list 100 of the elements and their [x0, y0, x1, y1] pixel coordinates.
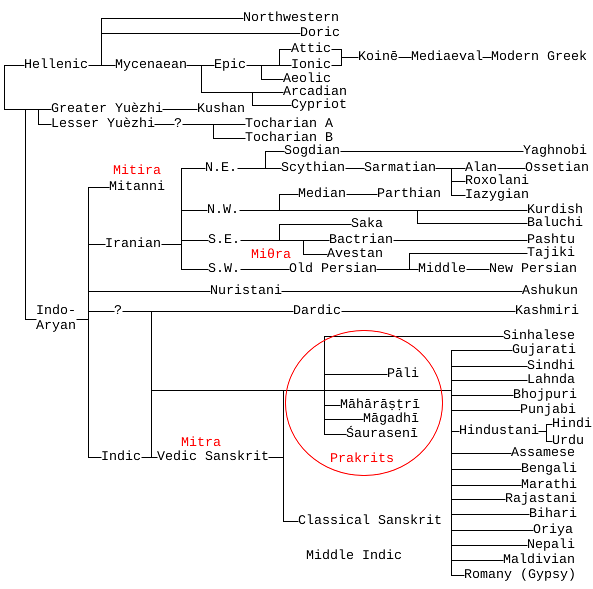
branch-line [246, 65, 284, 80]
language-name: Old Persian [289, 262, 377, 277]
annotation-text: Miθra [251, 248, 291, 263]
language-name: Avestan [327, 247, 383, 262]
branch-line [393, 240, 528, 241]
language-name: Mediaeval [411, 50, 483, 65]
language-name: Modern Greek [491, 50, 587, 65]
language-name: Epic [214, 58, 246, 73]
branch-line [237, 168, 282, 169]
language-name: Ionic [291, 58, 331, 73]
language-name: N.W. [207, 203, 239, 218]
branch-line [122, 311, 284, 458]
language-name: Ossetian [525, 161, 589, 176]
language-name: Sinhalese [503, 329, 575, 344]
language-name: Sindhi [527, 359, 575, 374]
group-circle [285, 330, 443, 476]
language-name: Greater Yuèzhi [51, 102, 163, 117]
language-name: Assamese [511, 446, 575, 461]
branch-line [340, 151, 524, 152]
language-name: Tajiki [527, 246, 575, 261]
language-name: Baluchi [527, 216, 583, 231]
language-name: Bihari [529, 507, 577, 522]
language-name: Maldivian [503, 553, 575, 568]
language-name: S.W. [208, 262, 240, 277]
branch-line [240, 240, 328, 255]
branch-line [346, 194, 378, 195]
language-name: Pāli [387, 367, 419, 382]
language-name: N.E. [205, 161, 237, 176]
language-name: Urdu [552, 434, 584, 449]
language-name: Roxolani [465, 174, 529, 189]
branch-line [398, 57, 412, 58]
language-name: Iranian [105, 237, 161, 252]
language-name: Bhojpuri [513, 388, 577, 403]
language-name: Sarmatian [364, 161, 436, 176]
language-name: Alan [465, 161, 497, 176]
language-name: Kashmiri [515, 304, 579, 319]
branch-line [281, 291, 523, 292]
language-name: Nepali [527, 538, 575, 553]
branch-line [435, 168, 466, 196]
branch-line [376, 269, 419, 270]
language-name: ? [114, 304, 122, 319]
language-name: Dardic [293, 304, 341, 319]
branch-line [341, 311, 516, 312]
language-name: New Persian [489, 262, 577, 277]
branch-line [182, 124, 246, 139]
language-name: Kushan [197, 102, 245, 117]
language-name: Cypriot [291, 98, 347, 113]
language-name: Lesser Yuèzhi [51, 117, 155, 132]
language-name: Lahnda [527, 373, 575, 388]
group-label: Prakrits [330, 452, 394, 467]
language-name: Mycenaean [115, 58, 187, 73]
language-name: Gujarati [512, 343, 576, 358]
language-name: Hellenic [24, 58, 88, 73]
branch-line [331, 57, 359, 66]
branch-line [240, 269, 290, 270]
annotation-text: Mitra [181, 436, 221, 451]
language-name: Attic [291, 42, 331, 57]
language-name: Yaghnobi [523, 144, 587, 159]
language-name: Māhārāṣṭrī [340, 398, 420, 413]
language-name: Rajastani [505, 492, 577, 507]
branch-line [466, 269, 490, 270]
language-name: Vedic Sanskrit [157, 450, 269, 465]
language-name: Ashukun [522, 284, 578, 299]
language-name: Indic [101, 450, 141, 465]
language-name: Indo-Aryan [36, 304, 76, 334]
branch-line [186, 65, 292, 106]
language-name: Scythian [281, 161, 345, 176]
language-name: Romany (Gypsy) [464, 568, 576, 583]
branch-line [345, 168, 365, 169]
language-name: Parthian [377, 187, 441, 202]
language-name: Punjabi [520, 403, 576, 418]
language-name: Mitanni [109, 180, 165, 195]
language-name: Sogdian [284, 144, 340, 159]
language-name: ? [174, 117, 182, 132]
language-name: Tocharian A [245, 117, 333, 132]
branch-line [538, 431, 553, 442]
language-name: Iazygian [465, 188, 529, 203]
language-name: S.E. [208, 233, 240, 248]
language-name: Bengali [521, 462, 577, 477]
language-name: Saka [351, 217, 383, 232]
branch-line [239, 210, 528, 224]
language-name: Middle [418, 262, 466, 277]
annotation-text: Mitira [113, 164, 161, 179]
caption-text: Middle Indic [306, 549, 402, 564]
language-name: Marathi [521, 478, 577, 493]
branch-line [161, 244, 209, 270]
branch-line [162, 109, 198, 110]
branch-line [482, 57, 492, 58]
language-name: Māgadhī [363, 412, 419, 427]
branch-line [154, 124, 175, 125]
branch-line [88, 65, 116, 66]
language-name: Śaurasenī [346, 427, 418, 442]
language-name: Median [298, 187, 346, 202]
language-name: Hindi [552, 417, 592, 432]
language-name: Classical Sanskrit [298, 514, 442, 529]
language-name: Doric [300, 26, 340, 41]
branch-line [76, 319, 102, 458]
language-name: Northwestern [243, 11, 339, 26]
language-name: Koinē [358, 50, 398, 65]
language-name: Oriya [533, 523, 573, 538]
